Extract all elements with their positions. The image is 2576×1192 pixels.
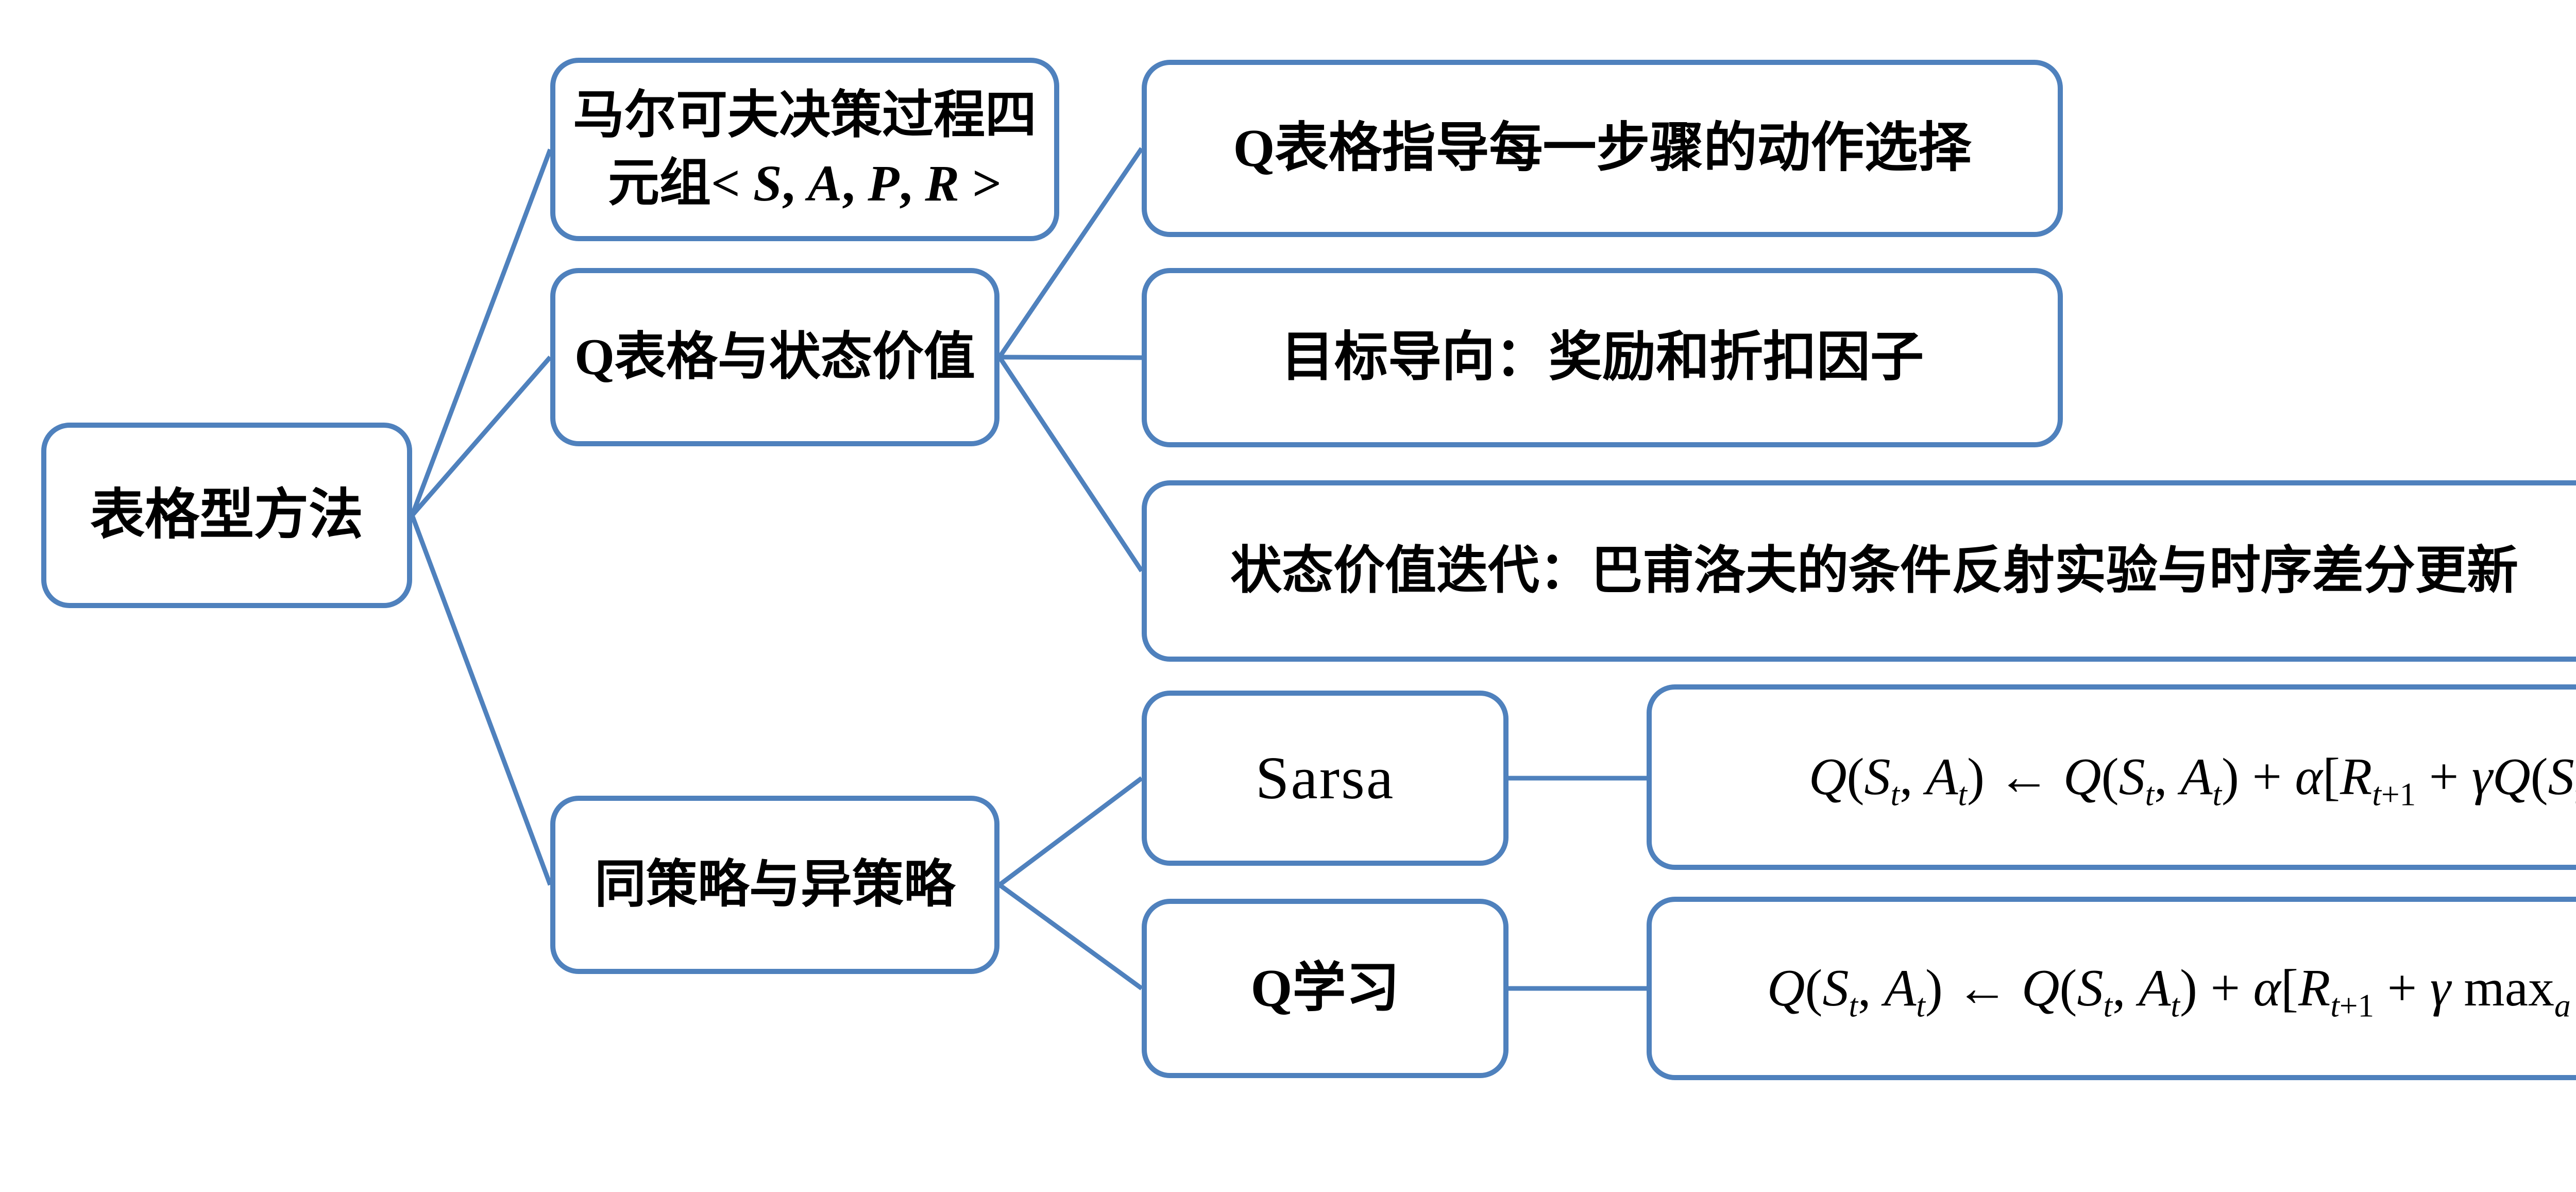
node-sarsa-label: Sarsa bbox=[1255, 744, 1395, 812]
connector-root-policy bbox=[410, 514, 553, 886]
node-qlearning-update-formula: Q(St, At) ← Q(St, At) + α[Rt+1 + γ maxa … bbox=[1647, 897, 2576, 1080]
connector-policy-qlearning bbox=[998, 883, 1143, 990]
node-mdp-label: 马尔可夫决策过程四元组< S, A, P, R > bbox=[573, 87, 1037, 212]
node-qlearning: Q学习 bbox=[1142, 899, 1509, 1078]
node-root-tabular-methods: 表格型方法 bbox=[41, 423, 412, 608]
node-policy-label: 同策略与异策略 bbox=[595, 856, 955, 913]
node-qtable-label: Q表格与状态价值 bbox=[574, 328, 975, 385]
node-qlearning-label: Q学习 bbox=[1250, 959, 1400, 1018]
qlearning-formula-text: Q(St, At) ← Q(St, At) + α[Rt+1 + γ maxa … bbox=[1767, 959, 2571, 1024]
node-sarsa-update-formula: Q(St, At) ← Q(St, At) + α[Rt+1 + γQ(St+1… bbox=[1647, 684, 2576, 870]
node-onpolicy-offpolicy: 同策略与异策略 bbox=[550, 796, 999, 974]
node-root-label: 表格型方法 bbox=[90, 485, 363, 546]
node-goal-reward-discount: 目标导向：奖励和折扣因子 bbox=[1142, 268, 2063, 447]
node-statevalue-label: 状态价值迭代：巴甫洛夫的条件反射实验与时序差分更新 bbox=[1230, 542, 2518, 599]
node-goal-label: 目标导向：奖励和折扣因子 bbox=[1280, 328, 1924, 388]
connector-root-qtable bbox=[410, 356, 552, 517]
sarsa-formula-text: Q(St, At) ← Q(St, At) + α[Rt+1 + γQ(St+1… bbox=[1808, 747, 2576, 813]
node-qtable-action-selection: Q表格指导每一步骤的动作选择 bbox=[1142, 60, 2063, 237]
node-state-value-iteration: 状态价值迭代：巴甫洛夫的条件反射实验与时序差分更新 bbox=[1142, 480, 2576, 662]
node-guide-label: Q表格指导每一步骤的动作选择 bbox=[1233, 119, 1972, 178]
node-mdp-tuple: 马尔可夫决策过程四元组< S, A, P, R > bbox=[550, 58, 1059, 241]
connector-root-mdp bbox=[410, 148, 553, 516]
connector-qtable-goal bbox=[999, 355, 1142, 360]
connector-qtable-guide bbox=[997, 147, 1144, 359]
connector-qtable-statevalue bbox=[997, 356, 1144, 573]
connector-policy-sarsa bbox=[998, 776, 1143, 887]
node-qtable-state-value: Q表格与状态价值 bbox=[550, 268, 999, 446]
node-sarsa: Sarsa bbox=[1142, 691, 1509, 866]
